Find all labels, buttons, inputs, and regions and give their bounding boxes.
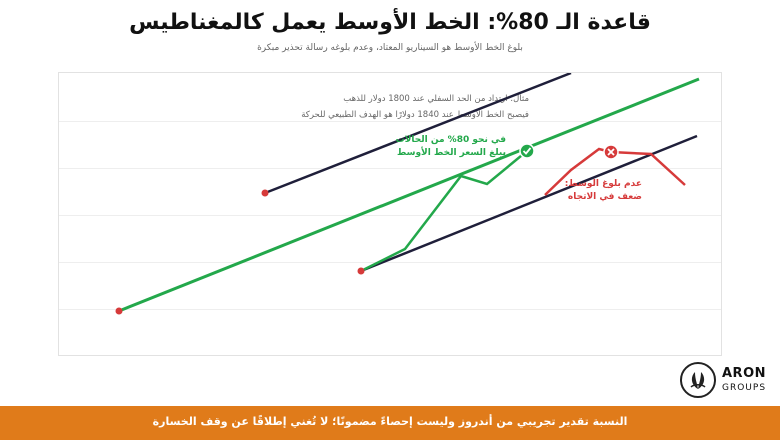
gridline [59,121,721,122]
pitchfork-diagram [115,73,700,315]
x-circle-icon [603,144,619,160]
page-title: قاعدة الـ 80%: الخط الأوسط يعمل كالمغناط… [129,10,651,35]
diagram-panel: مثال: ارتداد من الحد السفلي عند 1800 دول… [58,72,722,356]
brand-sub: GROUPS [722,383,767,393]
brand-name: ARON [722,366,767,381]
failure-label-line: ضعف في الاتجاه [567,192,642,202]
aron-groups-logo: ARON GROUPS [680,360,770,402]
footer-disclaimer: النسبة تقدير تجريبي من أندروز وليست إحصا… [152,415,628,428]
footer-banner: النسبة تقدير تجريبي من أندروز وليست إحصا… [0,406,780,440]
example-note-line: مثال: ارتداد من الحد السفلي عند 1800 دول… [343,94,529,104]
page-subtitle: بلوغ الخط الأوسط هو السيناريو المعتاد، و… [257,43,523,53]
check-circle-icon [519,143,535,159]
lower-channel-line [360,134,698,273]
median-line [118,77,700,313]
gridline [59,309,721,310]
pivot-point-c [357,267,365,275]
success-price-path [360,150,528,273]
gridline [59,215,721,216]
success-label-line: في نحو 80% من الحالات [395,135,506,145]
example-note: مثال: ارتداد من الحد السفلي عند 1800 دول… [239,91,529,123]
gridline [59,262,721,263]
failure-label-line: عدم بلوغ الوسط: [564,179,642,189]
example-note-line: فيصبح الخط الأوسط عند 1840 دولارًا هو ال… [301,110,529,120]
pivot-point-a [115,307,123,315]
gridline [59,168,721,169]
pivot-point-b [261,189,269,197]
upper-channel-line [264,73,572,195]
success-label: في نحو 80% من الحالات يبلغ السعر الخط ال… [388,134,506,160]
leaf-icon [680,362,716,398]
success-label-line: يبلغ السعر الخط الأوسط [396,148,506,158]
failure-label: عدم بلوغ الوسط: ضعف في الاتجاه [552,178,642,204]
